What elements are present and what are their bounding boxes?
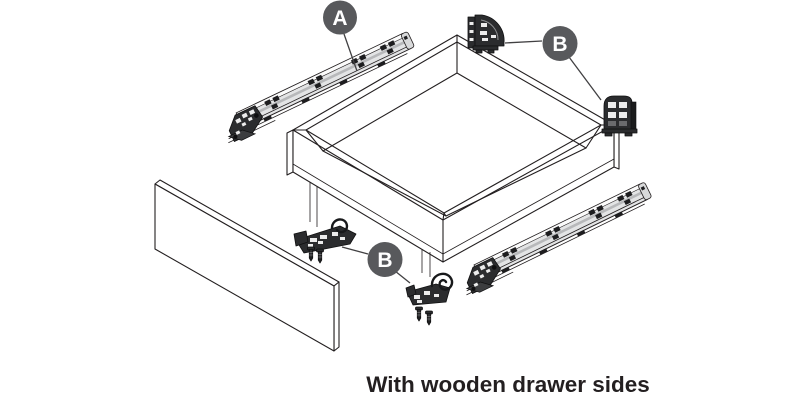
callout-badge-b-front: B xyxy=(367,242,403,277)
drawer-front-panel xyxy=(154,179,340,352)
bracket-guide-lines xyxy=(309,182,431,277)
front-locking-device-left xyxy=(293,218,357,264)
drawer-bottom-groove xyxy=(292,158,615,255)
drawer-box-left-end xyxy=(286,129,294,176)
drawer-box xyxy=(286,34,620,263)
callout-badge-b-rear-label: B xyxy=(552,33,567,56)
front-locking-device-right xyxy=(405,272,454,326)
screw xyxy=(316,248,324,264)
screw xyxy=(415,306,423,322)
callout-badge-b-front-label: B xyxy=(377,249,392,272)
screw xyxy=(425,310,433,326)
rear-bracket-left xyxy=(467,14,505,54)
callout-badge-a-label: A xyxy=(332,7,347,30)
figure-caption: With wooden drawer sides xyxy=(366,372,650,397)
callout-badge-a: A xyxy=(323,0,357,35)
screw xyxy=(307,246,315,262)
callout-leader-lines xyxy=(341,33,602,284)
callout-badge-b-rear: B xyxy=(542,26,578,61)
rear-bracket-right xyxy=(601,95,638,137)
